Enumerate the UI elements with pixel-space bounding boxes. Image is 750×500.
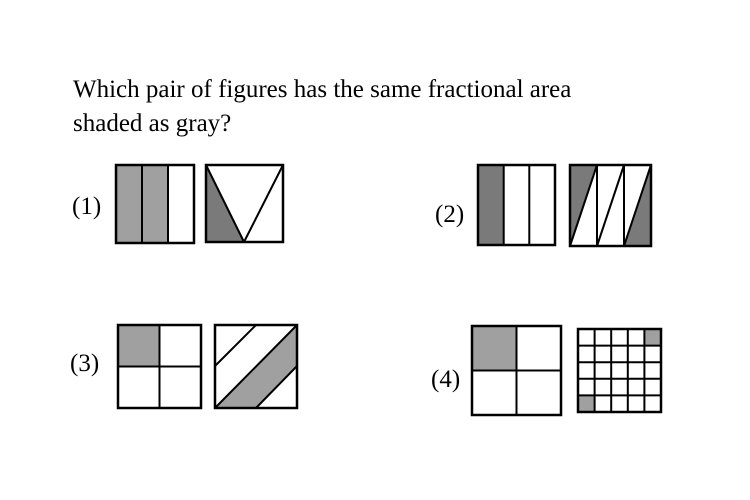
option-1a-shaded-column-2 bbox=[142, 165, 168, 243]
option-1b-outline bbox=[204, 163, 285, 244]
option-2-figure-b bbox=[568, 163, 653, 248]
option-3-figure-b bbox=[213, 323, 299, 410]
option-4a-outline bbox=[470, 324, 563, 417]
option-2-label[interactable]: (2) bbox=[435, 201, 465, 228]
option-4-label[interactable]: (4) bbox=[431, 366, 461, 393]
question-line-1: Which pair of figures has the same fract… bbox=[73, 76, 572, 103]
option-2a-outline bbox=[476, 163, 557, 247]
option-2b-zigzag-3 bbox=[596, 164, 625, 247]
option-4-figure-b bbox=[576, 327, 663, 414]
option-4-figure-a bbox=[470, 324, 563, 417]
option-3b-diagonal-2 bbox=[214, 324, 298, 409]
option-3a-outline bbox=[116, 323, 203, 410]
option-1-figure-b bbox=[204, 163, 285, 244]
option-4a-shaded-quadrant bbox=[472, 326, 517, 371]
option-4b-outline bbox=[576, 327, 663, 414]
option-4b-shaded-cell-top-right bbox=[644, 329, 661, 346]
option-3b-diagonal-3 bbox=[255, 365, 298, 409]
option-1b-diagonal-1 bbox=[205, 164, 245, 243]
option-2b-zigzag-1 bbox=[569, 164, 598, 247]
option-2b-outline bbox=[568, 163, 653, 248]
option-1a-shaded-column-1 bbox=[116, 165, 142, 243]
option-2-figure-a bbox=[476, 163, 557, 247]
option-1a-outline bbox=[114, 163, 196, 245]
option-2b-zigzag-5 bbox=[623, 164, 652, 247]
option-1-label[interactable]: (1) bbox=[72, 193, 102, 220]
option-3-label[interactable]: (3) bbox=[70, 350, 100, 377]
question-line-2: shaded as gray? bbox=[73, 110, 232, 137]
option-4b-shaded-cell-bottom-left bbox=[578, 395, 595, 412]
option-1-figure-a bbox=[114, 163, 196, 245]
question-text: Which pair of figures has the same fract… bbox=[73, 73, 673, 141]
option-3-figure-a bbox=[116, 323, 203, 410]
option-2a-shaded-column bbox=[478, 165, 504, 245]
option-3b-outline bbox=[213, 323, 299, 410]
option-3a-shaded-quadrant bbox=[118, 325, 160, 367]
option-3b-diagonal-1 bbox=[214, 324, 257, 367]
option-1b-diagonal-2 bbox=[243, 164, 284, 243]
